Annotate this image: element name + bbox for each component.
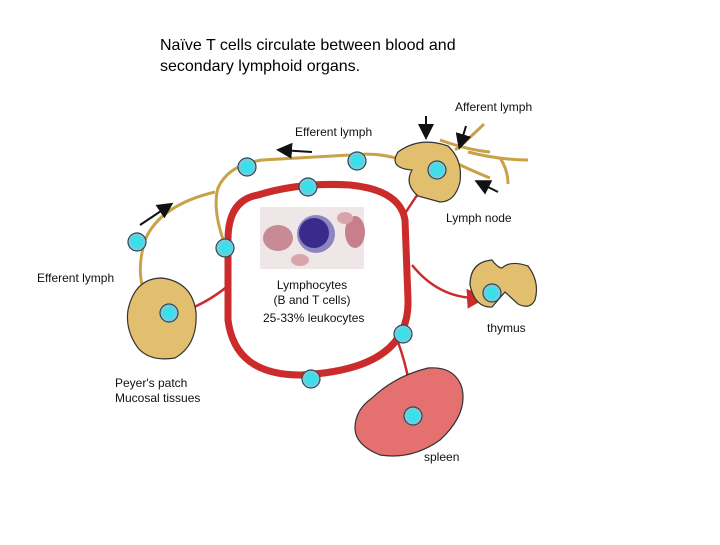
arrow-to-thymus <box>411 264 487 309</box>
arrow-efferent-top <box>276 142 313 159</box>
label-spleen: spleen <box>424 450 460 464</box>
cell-blood-bottom <box>301 369 321 389</box>
cell-blood-left <box>215 238 235 258</box>
cell-thymus <box>482 283 502 303</box>
lymph-flow-arrows <box>139 116 499 226</box>
cell-blood-right <box>393 324 413 344</box>
arrow-afferent-3 <box>474 180 499 195</box>
cell-efferent-1 <box>237 157 257 177</box>
title-line-2: secondary lymphoid organs. <box>160 58 361 75</box>
arrow-efferent-left <box>139 202 174 226</box>
label-peyers-line-1: Peyer's patch <box>115 376 188 390</box>
label-leukocyte-percentage: 25-33% leukocytes <box>263 311 365 325</box>
cell-efferent-left <box>127 232 147 252</box>
title-line-1: Naïve T cells circulate between blood an… <box>160 37 456 54</box>
label-efferent-lymph-top: Efferent lymph <box>295 125 373 139</box>
cell-efferent-2 <box>347 151 367 171</box>
diagram-title: Naïve T cells circulate between blood an… <box>160 35 456 77</box>
label-peyers-line-2: Mucosal tissues <box>115 391 201 405</box>
cell-spleen <box>403 406 423 426</box>
lymphocyte-cells <box>127 151 502 426</box>
label-lymphocytes-line-1: Lymphocytes <box>276 278 348 292</box>
label-peyers-patch: Peyer's patch Mucosal tissues <box>115 376 200 406</box>
label-lymphocytes-line-2: (B and T cells) <box>273 293 351 307</box>
label-afferent-lymph: Afferent lymph <box>455 100 533 114</box>
arrow-afferent-2 <box>455 125 472 150</box>
label-efferent-lymph-left: Efferent lymph <box>37 271 115 285</box>
cell-blood-top <box>298 177 318 197</box>
cell-lymph-node <box>427 160 447 180</box>
lymphocyte-micrograph <box>260 207 365 269</box>
thymus-organ <box>469 259 538 308</box>
label-thymus: thymus <box>487 321 526 335</box>
label-lymph-node: Lymph node <box>446 211 512 225</box>
cell-peyers-patch <box>159 303 179 323</box>
label-lymphocytes: Lymphocytes (B and T cells) <box>262 278 362 308</box>
